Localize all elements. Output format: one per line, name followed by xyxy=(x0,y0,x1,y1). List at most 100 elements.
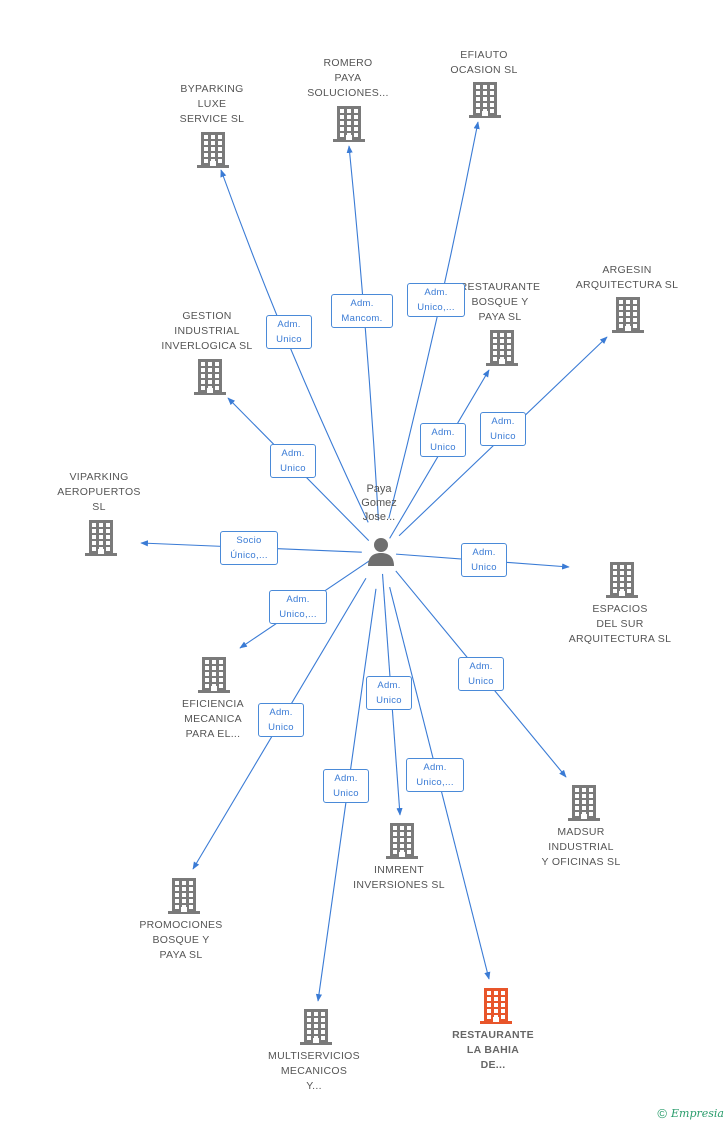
edge-romero xyxy=(346,145,379,521)
edge-label-line: Unico xyxy=(430,442,456,453)
efiauto-building-icon[interactable] xyxy=(469,82,501,118)
node-label-line: EFICIENCIA xyxy=(182,698,244,710)
node-label-line: INVERLOGICA SL xyxy=(161,340,253,352)
edge-label-argesin[interactable]: Adm.Unico xyxy=(480,412,526,446)
restaurante-bosque-building-icon[interactable] xyxy=(486,330,518,366)
node-label-line: LA BAHIA xyxy=(466,1044,520,1056)
node-label-line: ROMERO xyxy=(323,57,373,69)
node-label-line: MECANICA xyxy=(184,713,242,725)
node-label-line: PAYA SL xyxy=(159,949,203,961)
node-label-line: PAYA xyxy=(334,72,362,84)
viparking-label[interactable]: VIPARKING AEROPUERTOS SL xyxy=(24,470,174,515)
edge-label-line: Mancom. xyxy=(341,313,383,324)
node-label-line: OCASION SL xyxy=(450,64,518,76)
node-label-line: BOSQUE Y xyxy=(152,934,210,946)
node-label-line: AEROPUERTOS xyxy=(57,486,141,498)
byparking-building-icon[interactable] xyxy=(197,132,229,168)
edge-label-line: Adm. xyxy=(469,661,493,672)
person-icon[interactable] xyxy=(366,536,396,568)
brand-name[interactable]: Empresia xyxy=(671,1107,724,1120)
edge-label-espacios[interactable]: Adm.Unico xyxy=(461,543,507,577)
argesin-label[interactable]: ARGESIN ARQUITECTURA SL xyxy=(552,263,702,293)
node-label-line: DEL SUR xyxy=(596,618,644,630)
edge-label-line: Unico,... xyxy=(417,302,455,313)
edge-label-line: Único,... xyxy=(230,550,268,561)
edge-label-inmrent[interactable]: Adm. Unico xyxy=(366,676,412,710)
edge-label-line: Adm. xyxy=(424,287,448,298)
node-label-line: ESPACIOS xyxy=(592,603,648,615)
node-label-line: SOLUCIONES... xyxy=(307,87,389,99)
promociones-building-icon[interactable] xyxy=(168,878,200,914)
edge-label-line: Adm. xyxy=(423,762,447,773)
multiservicios-building-icon[interactable] xyxy=(300,1009,332,1045)
node-label-line: MULTISERVICIOS xyxy=(268,1050,360,1062)
eficiencia-building-icon[interactable] xyxy=(198,657,230,693)
edge-label-byparking[interactable]: Adm. Unico xyxy=(266,315,312,349)
edge-label-efiauto[interactable]: Adm. Unico,... xyxy=(407,283,465,317)
node-label-line: SL xyxy=(92,501,106,513)
edge-label-restaurante-bosque[interactable]: Adm.Unico xyxy=(420,423,466,457)
promociones-label[interactable]: PROMOCIONES BOSQUE Y PAYA SL xyxy=(106,918,256,963)
romero-building-icon[interactable] xyxy=(333,106,365,142)
restaurante-bahia-building-icon[interactable] xyxy=(480,988,512,1024)
node-label-line: SERVICE SL xyxy=(179,113,245,125)
node-label-line: PARA EL... xyxy=(185,728,241,740)
edge-efiauto xyxy=(388,121,480,519)
edge-label-line: Socio xyxy=(236,535,262,546)
edge-label-promociones[interactable]: Adm.Unico xyxy=(258,703,304,737)
edge-label-line: Unico,... xyxy=(279,609,317,620)
node-label-line: LUXE xyxy=(197,98,227,110)
node-label-line: INVERSIONES SL xyxy=(353,879,445,891)
edge-label-line: Unico xyxy=(471,562,497,573)
edge-label-line: Adm. xyxy=(334,773,358,784)
edge-label-line: Adm. xyxy=(377,680,401,691)
edge-label-restaurante-bahia[interactable]: Adm.Unico,... xyxy=(406,758,464,792)
edge-label-multiservicios[interactable]: Adm. Unico xyxy=(323,769,369,803)
node-label-line: RESTAURANTE xyxy=(459,281,541,293)
edge-label-line: Adm. xyxy=(281,448,305,459)
edge-label-line: Unico xyxy=(376,695,402,706)
edge-label-madsur[interactable]: Adm.Unico xyxy=(458,657,504,691)
center-label-line: Paya xyxy=(366,483,392,495)
node-label-line: ARGESIN xyxy=(602,264,652,276)
node-label-line: ARQUITECTURA SL xyxy=(568,633,672,645)
edge-label-romero[interactable]: Adm. Mancom. xyxy=(331,294,393,328)
edge-label-eficiencia[interactable]: Adm. Unico,... xyxy=(269,590,327,624)
edge-label-line: Adm. xyxy=(286,594,310,605)
node-label-line: BOSQUE Y xyxy=(471,296,529,308)
edge-label-line: Unico xyxy=(333,788,359,799)
node-label-line: INDUSTRIAL xyxy=(174,325,240,337)
edge-label-line: Adm. xyxy=(491,416,515,427)
romero-label[interactable]: ROMERO PAYA SOLUCIONES... xyxy=(273,56,423,101)
node-label-line: INMRENT xyxy=(374,864,424,876)
node-label-line: ARQUITECTURA SL xyxy=(575,279,679,291)
viparking-building-icon[interactable] xyxy=(85,520,117,556)
argesin-building-icon[interactable] xyxy=(612,297,644,333)
edge-label-line: Unico xyxy=(276,334,302,345)
espacios-building-icon[interactable] xyxy=(606,562,638,598)
edge-label-gestion[interactable]: Adm. Unico xyxy=(270,444,316,478)
edge-label-line: Adm. xyxy=(277,319,301,330)
inmrent-building-icon[interactable] xyxy=(386,823,418,859)
gestion-building-icon[interactable] xyxy=(194,359,226,395)
espacios-label[interactable]: ESPACIOS DEL SUR ARQUITECTURA SL xyxy=(545,602,695,647)
inmrent-label[interactable]: INMRENT INVERSIONES SL xyxy=(324,863,474,893)
footer-brand: © Empresia xyxy=(657,1106,724,1121)
madsur-building-icon[interactable] xyxy=(568,785,600,821)
center-label-line: Jose... xyxy=(362,511,396,523)
edge-label-line: Adm. xyxy=(350,298,374,309)
node-label-line: PROMOCIONES xyxy=(139,919,223,931)
eficiencia-label[interactable]: EFICIENCIA MECANICA PARA EL... xyxy=(138,697,288,742)
edge-label-line: Unico xyxy=(268,722,294,733)
center-person-label[interactable]: Paya Gomez Jose... xyxy=(339,482,419,524)
edge-label-line: Unico xyxy=(280,463,306,474)
node-label-line: VIPARKING xyxy=(69,471,129,483)
